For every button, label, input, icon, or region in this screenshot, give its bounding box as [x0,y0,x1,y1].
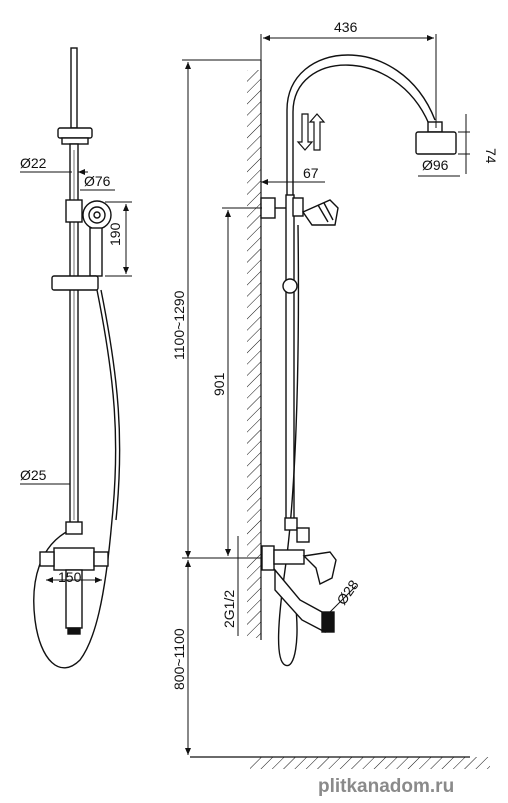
floor-hatch [250,757,490,769]
label-1100-1290: 1100~1290 [171,290,187,360]
label-190: 190 [107,222,123,246]
label-74: 74 [483,148,499,164]
overhead-arm-outer [286,54,436,195]
label-436: 436 [334,19,358,35]
front-view [33,47,121,669]
slider-ball [282,278,298,294]
spout-tip [67,627,81,635]
hand-shower-inner [88,206,106,224]
overhead-arm-inner [292,64,430,195]
side-dimensions [182,34,470,755]
overhead-head [415,131,457,155]
hose [33,289,117,669]
wall-bracket [260,197,276,219]
label-d96: Ø96 [422,157,449,173]
arrow-down-icon [296,113,314,151]
side-spout-tip [321,611,335,633]
rod-top [70,47,78,129]
side-holder [292,197,304,217]
side-riser [285,194,295,526]
mixer-right-knob [93,551,109,567]
mixer-side-body [273,549,305,565]
label-901: 901 [211,372,227,396]
label-d25: Ø25 [20,467,47,483]
front-dimensions [20,169,132,583]
mixer-body [53,547,95,571]
connector [65,521,83,535]
head-cap [57,127,93,139]
label-67: 67 [303,165,319,181]
wall-hatch [247,70,261,638]
label-thread: 2G1/2 [221,590,237,628]
mixer-flange [261,545,275,571]
holder [65,199,83,223]
side-connector [284,517,298,531]
mixer-left-knob [39,551,55,567]
label-150: 150 [58,569,82,585]
mixer-top-nut [296,527,310,543]
hand-shower-handle [89,227,103,277]
watermark: plitkanadom.ru [318,776,454,797]
label-d22: Ø22 [20,155,47,171]
hand-shower-center [93,211,101,219]
arrow-up-icon [308,113,326,151]
overhead-head-neck [427,121,443,133]
mixer-lever [302,551,337,586]
slider-bracket [51,275,99,291]
side-view [260,54,457,667]
hose-edge [100,289,121,521]
side-hand-shower [301,199,339,226]
label-d28: Ø28 [333,577,361,608]
label-800-1100: 800~1100 [171,628,187,690]
dim-d28-line [329,585,357,613]
label-d76: Ø76 [84,173,111,189]
head-cap-lower [61,137,89,145]
adjust-arrows [296,113,326,151]
